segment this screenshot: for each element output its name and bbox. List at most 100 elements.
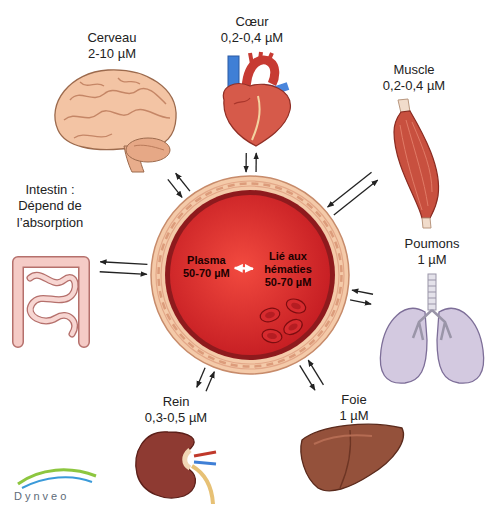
intestine-illustration — [30, 275, 75, 334]
red-blood-cell — [281, 316, 305, 337]
brain-illustration — [64, 110, 170, 120]
organ-name: Foie — [341, 392, 366, 408]
liver-illustration — [340, 430, 351, 488]
logo-swoosh — [18, 470, 96, 488]
muscle-illustration — [400, 120, 432, 210]
vessel-outline — [159, 184, 342, 367]
transfer-arrow — [168, 179, 182, 197]
organ-name: Cerveau — [87, 30, 136, 46]
vessel-outline — [170, 195, 330, 355]
lung-illustration — [428, 280, 436, 304]
muscle-node: Muscle0,2-0,4 µM — [377, 60, 451, 230]
brain-illustration — [74, 134, 112, 138]
compartment-label: 50-70 µM — [265, 276, 312, 289]
erythrocyte-region: Lié aux hématies50-70 µM — [256, 249, 320, 291]
liver-illustration — [301, 424, 404, 491]
concentration-value: 1 µM — [339, 408, 368, 424]
intestine-illustration — [18, 262, 84, 342]
transfer-arrow — [176, 173, 190, 191]
intestine-node: Intestin : Dépend de l’absorption — [3, 180, 97, 348]
kidney-node: Rein0,3-0,5 µM — [126, 392, 226, 506]
heart-illustration — [234, 98, 250, 104]
kidney-illustration — [194, 452, 216, 456]
red-blood-cell — [261, 328, 283, 344]
transfer-arrow — [334, 180, 378, 215]
logo-swoosh — [22, 477, 92, 488]
heart-illustration — [252, 96, 260, 140]
transfer-arrow — [308, 360, 323, 385]
intestine-illustration — [30, 275, 75, 334]
organ-name: Muscle — [393, 62, 434, 78]
organ-name: Intestin : Dépend de l’absorption — [8, 182, 92, 231]
intestine-illustration — [18, 262, 84, 342]
transfer-arrow — [197, 368, 205, 387]
brain-node: Cerveau2-10 µM — [42, 28, 182, 174]
red-blood-cell — [259, 306, 282, 324]
red-blood-cell — [281, 316, 305, 337]
blood-vessel: Plasma50-70 µMLié aux hématies50-70 µM — [150, 175, 350, 375]
heart-illustration — [223, 84, 290, 146]
vessel-outline — [151, 176, 349, 374]
brain-illustration — [55, 70, 176, 150]
plasma-region: Plasma50-70 µM — [181, 253, 232, 281]
compartment-label: Lié aux hématies — [258, 250, 318, 276]
kidney-illustration — [185, 450, 190, 468]
red-blood-cell — [259, 306, 282, 324]
organ-name: Rein — [163, 394, 190, 410]
transfer-arrow — [245, 153, 246, 172]
vessel-outline — [165, 190, 335, 360]
transfer-arrow — [100, 262, 147, 265]
vessel-outline — [156, 181, 344, 369]
transfer-arrow — [352, 290, 373, 294]
transfer-arrow — [206, 372, 214, 391]
kidney-illustration — [194, 462, 216, 464]
logo-text: Dynveo — [14, 490, 69, 502]
brain-illustration — [70, 88, 166, 104]
transfer-arrow — [255, 153, 256, 172]
red-blood-cell — [267, 332, 278, 340]
concentration-value: 0,3-0,5 µM — [145, 410, 207, 426]
lung-illustration — [380, 274, 483, 383]
kidney-illustration — [136, 432, 196, 498]
kidney-illustration — [136, 432, 216, 504]
compartment-label: 50-70 µM — [183, 267, 230, 280]
brain-illustration — [134, 145, 164, 150]
intestine-illustration — [18, 262, 84, 342]
red-blood-cell — [287, 322, 299, 332]
red-blood-cell — [264, 311, 275, 319]
lung-illustration — [413, 310, 451, 340]
organ-name: Poumons — [405, 236, 460, 252]
concentration-value: 0,2-0,4 µM — [383, 78, 445, 94]
heart-illustration — [223, 52, 290, 146]
muscle-illustration — [422, 218, 431, 228]
vessel-outline — [150, 175, 350, 375]
transfer-arrow — [100, 272, 147, 275]
red-blood-cell — [290, 301, 301, 310]
lung-illustration — [428, 274, 436, 310]
exchange-arrow — [235, 267, 253, 270]
concentration-value: 2-10 µM — [88, 46, 136, 62]
transfer-arrow — [300, 365, 315, 390]
brain-illustration — [80, 78, 140, 86]
heart-illustration — [250, 52, 272, 64]
red-blood-cell — [284, 296, 307, 315]
organ-name: Cœur — [235, 14, 268, 30]
vessel-outline — [161, 186, 339, 364]
concentration-value: 0,2-0,4 µM — [221, 30, 283, 46]
brain-illustration — [126, 138, 170, 162]
lung-node: Poumons1 µM — [375, 234, 489, 388]
transfer-arrow — [328, 172, 372, 207]
red-blood-cell — [284, 296, 307, 315]
liver-illustration — [301, 424, 404, 491]
heart-node: Cœur0,2-0,4 µM — [207, 12, 297, 150]
red-blood-cell — [261, 328, 283, 344]
muscle-illustration — [394, 99, 439, 228]
liver-illustration — [314, 435, 372, 444]
compartment-label: Plasma — [187, 254, 226, 267]
brain-illustration — [55, 70, 176, 172]
transfer-arrow — [350, 300, 371, 304]
muscle-illustration — [394, 111, 439, 218]
liver-node: Foie1 µM — [298, 390, 410, 498]
concentration-value: 1 µM — [417, 252, 446, 268]
